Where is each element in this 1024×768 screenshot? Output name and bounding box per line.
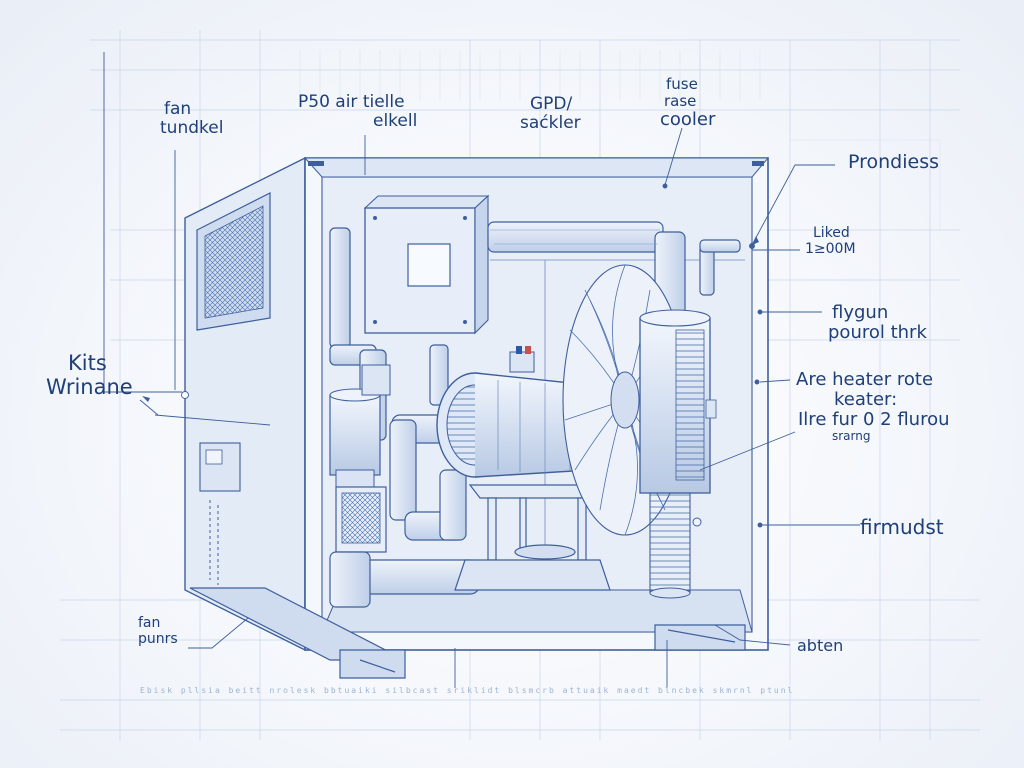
heater-coil: [639, 309, 717, 599]
pump-stack: [329, 364, 391, 608]
piping-network: [329, 221, 741, 595]
base-skids: [189, 587, 746, 679]
footer-dimension-text: Ebisk pllsia beitt nrolesk bbtuaiki silb…: [140, 686, 795, 695]
fine-grid: [299, 50, 941, 231]
label-flygun: flygun pourol thrk: [828, 302, 927, 344]
label-fan-punrs: fan punrs: [138, 615, 178, 647]
label-liked: Liked 1≥00M: [805, 225, 856, 257]
label-fan-tundkel: fan tundkel: [160, 99, 224, 139]
label-firmudst: firmudst: [860, 515, 944, 539]
cabinet-left-panel: [184, 156, 306, 652]
label-prondiess: Prondiess: [848, 151, 940, 173]
callout-lines: [103, 52, 860, 688]
label-heater: Are heater rote keater: Ilre fur 0 2 flu…: [796, 369, 950, 444]
arrowhead: [752, 236, 759, 245]
label-fuse-cooler: fuse rase cooler: [660, 75, 716, 130]
arrowhead: [142, 396, 150, 402]
label-gpd-sackler: GPD/ saćkler: [520, 94, 581, 134]
motor-stand: [454, 484, 611, 591]
label-kits: Kits Wrinane: [46, 351, 133, 399]
label-p50-air: P50 air tielle elkell: [298, 92, 418, 132]
control-box: [363, 194, 490, 335]
label-abten: abten: [797, 636, 844, 655]
